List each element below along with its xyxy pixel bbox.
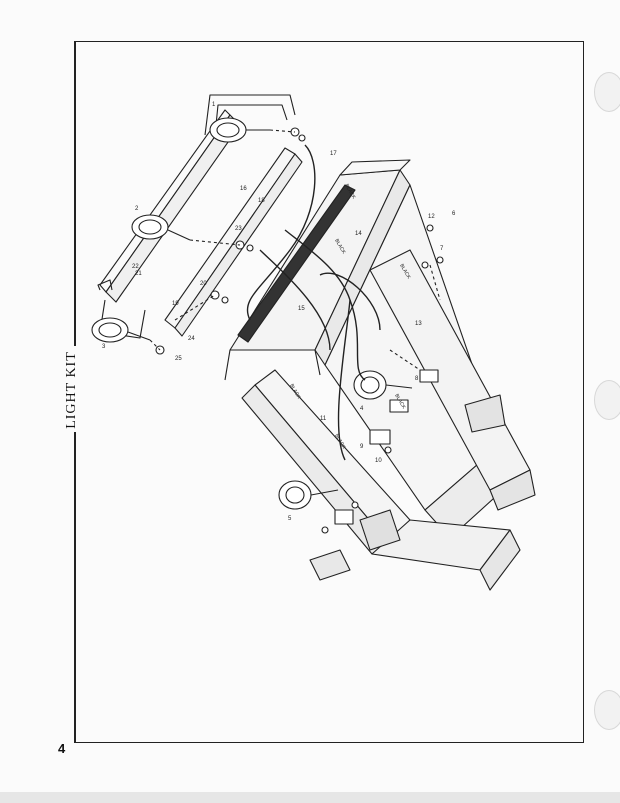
exploded-parts-diagram: 1 2 3 4 5 6 7 8 9 10 11 12 13 14 15 16 1… [91,94,536,591]
binder-hole-top [594,72,620,112]
callout-13: 13 [415,321,422,327]
callout-15: 15 [298,306,305,312]
callout-9: 9 [360,444,364,450]
callout-16: 16 [240,186,247,192]
light-bar-bracket [97,94,303,339]
switch-bracket [334,369,439,525]
callout-1: 1 [212,102,216,108]
callout-8: 8 [415,376,419,382]
callout-24: 24 [188,336,195,342]
callout-5: 5 [288,516,292,522]
part-callouts: 1 2 3 4 5 6 7 8 9 10 11 12 13 14 15 16 1… [102,102,456,522]
callout-18: 18 [258,198,265,204]
page-number: 4 [58,741,66,756]
callout-21: 21 [135,271,142,277]
callout-3: 3 [102,344,106,350]
callout-17: 17 [330,151,337,157]
callout-25: 25 [175,356,182,362]
callout-22: 22 [132,264,139,270]
lamp-lower [91,317,151,343]
callout-23: 23 [235,226,242,232]
scan-bottom-edge [0,792,620,803]
lamp-top [209,117,270,143]
callout-14: 14 [355,231,362,237]
frame-left-rule-bottom [74,432,76,743]
callout-12: 12 [428,214,435,220]
callout-6: 6 [452,211,456,217]
wiring-harness [246,144,381,461]
binder-hole-bottom [594,690,620,730]
lamp-middle [131,214,191,241]
assembly-lines [149,129,441,371]
callout-11: 11 [320,416,327,422]
lamp-work-left [278,480,339,510]
page-frame [74,41,584,743]
callout-10: 10 [375,458,382,464]
callout-4: 4 [360,406,364,412]
callout-19: 19 [172,301,179,307]
binder-hole-middle [594,380,620,420]
callout-7: 7 [440,246,444,252]
callout-2: 2 [135,206,139,212]
callout-20: 20 [200,281,207,287]
frame-left-rule-top [74,41,76,346]
